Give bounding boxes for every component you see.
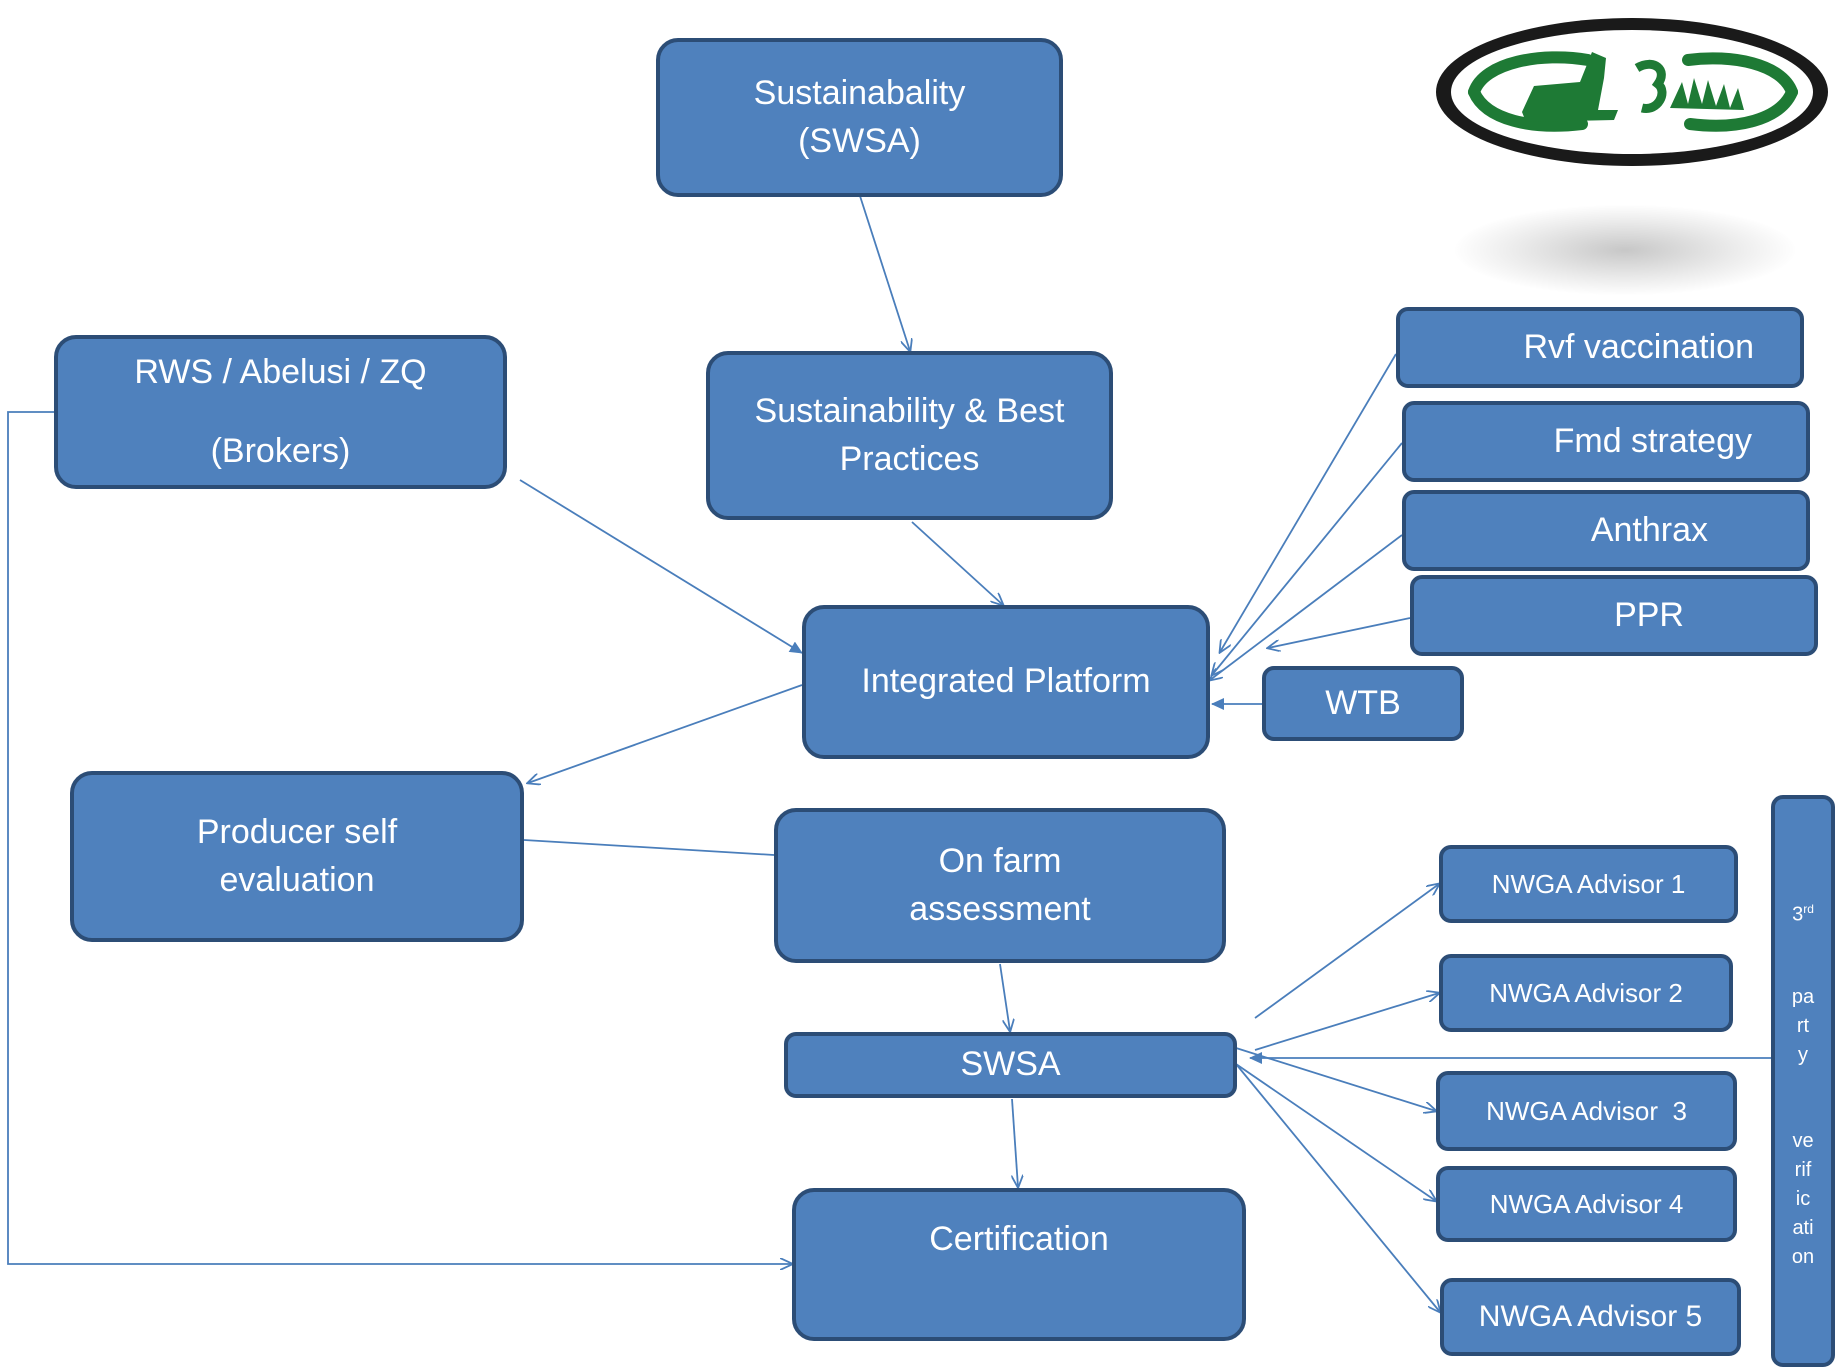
arrow-platform-to-producer xyxy=(528,684,803,783)
node-anthrax-label: Anthrax xyxy=(1590,510,1708,549)
node-wtb: WTB xyxy=(1262,666,1464,741)
node-ppr: PPR xyxy=(1410,575,1818,656)
node-nwga-advisor-1: NWGA Advisor 1 xyxy=(1439,845,1738,923)
node-nwga-advisor-4: NWGA Advisor 4 xyxy=(1436,1166,1737,1242)
arrow-to-advisor-5 xyxy=(1235,1063,1440,1312)
arrow-best-practices-to-platform xyxy=(911,521,1003,605)
third-party-line: on xyxy=(1791,1246,1815,1268)
arrow-ppr-to-platform xyxy=(1268,617,1411,648)
node-ppr-label: PPR xyxy=(1614,595,1684,634)
node-brokers-label: RWS / Abelusi / ZQ (Brokers) xyxy=(134,353,427,470)
node-nwga-advisor-2-label: NWGA Advisor 2 xyxy=(1489,977,1683,1008)
node-producer-self-evaluation-label: Producer self evaluation xyxy=(196,812,398,899)
arrow-fmd-to-platform xyxy=(1212,442,1403,675)
node-nwga-advisor-3-label: NWGA Advisor 3 xyxy=(1486,1095,1687,1126)
node-integrated-platform: Integrated Platform xyxy=(802,605,1210,759)
arrow-anthrax-to-platform xyxy=(1210,534,1403,680)
arrow-rvf-to-platform xyxy=(1220,353,1397,652)
node-nwga-advisor-1-label: NWGA Advisor 1 xyxy=(1491,868,1686,899)
node-integrated-platform-label: Integrated Platform xyxy=(861,662,1151,701)
node-fmd-strategy: Fmd strategy xyxy=(1402,401,1810,482)
node-best-practices-label: Sustainability & Best Practices xyxy=(754,391,1065,478)
node-certification: Certification xyxy=(792,1188,1246,1341)
node-on-farm-assessment-label: On farm assessment xyxy=(909,841,1091,928)
arrow-to-advisor-2 xyxy=(1254,993,1439,1051)
arrow-swsa-to-certification xyxy=(1011,1098,1018,1187)
arrow-brokers-to-platform xyxy=(519,479,803,654)
arrow-to-advisor-4 xyxy=(1235,1063,1436,1201)
node-rvf-vaccination-label: Rvf vaccination xyxy=(1523,327,1754,366)
line-brokers-to-certification xyxy=(7,411,792,1264)
node-wtb-label: WTB xyxy=(1325,683,1401,722)
node-best-practices: Sustainability & Best Practices xyxy=(706,351,1113,520)
node-nwga-advisor-2: NWGA Advisor 2 xyxy=(1439,954,1733,1032)
third-party-line: rif xyxy=(1794,1159,1812,1181)
third-party-ordinal-number: 3 xyxy=(1792,903,1804,926)
third-party-line: ati xyxy=(1792,1217,1814,1239)
node-nwga-advisor-5: NWGA Advisor 5 xyxy=(1440,1278,1741,1356)
third-party-ordinal: 3rd xyxy=(1775,895,1831,930)
node-third-party-verification: 3rd pa rt y ve rif ic ati on xyxy=(1771,795,1835,1367)
third-party-line: rt xyxy=(1796,1015,1810,1037)
node-swsa: SWSA xyxy=(784,1032,1237,1098)
node-sustainability-swsa: Sustainabality (SWSA) xyxy=(656,38,1063,197)
node-certification-label: Certification xyxy=(929,1220,1109,1258)
third-party-ordinal-suffix: rd xyxy=(1803,902,1814,916)
third-party-line: pa xyxy=(1791,986,1815,1008)
node-anthrax: Anthrax xyxy=(1402,490,1810,571)
node-nwga-advisor-4-label: NWGA Advisor 4 xyxy=(1489,1188,1684,1219)
node-producer-self-evaluation: Producer self evaluation xyxy=(70,771,524,942)
third-party-line: y xyxy=(1798,1044,1808,1066)
node-fmd-strategy-label: Fmd strategy xyxy=(1553,421,1752,460)
node-swsa-label: SWSA xyxy=(960,1045,1061,1084)
arrow-swsa-to-best-practices xyxy=(859,195,910,351)
third-party-line: ic xyxy=(1795,1188,1811,1210)
logo-shadow xyxy=(1455,205,1795,295)
node-nwga-advisor-3: NWGA Advisor 3 xyxy=(1436,1071,1737,1151)
node-nwga-advisor-5-label: NWGA Advisor 5 xyxy=(1478,1300,1703,1333)
node-on-farm-assessment: On farm assessment xyxy=(774,808,1226,963)
line-producer-to-on-farm xyxy=(523,839,775,856)
node-rvf-vaccination: Rvf vaccination xyxy=(1396,307,1804,388)
node-sustainability-swsa-label: Sustainabality (SWSA) xyxy=(753,73,966,160)
arrow-to-advisor-1 xyxy=(1254,884,1439,1019)
arrow-on-farm-to-swsa xyxy=(999,963,1010,1031)
nwga-logo-icon xyxy=(1436,18,1828,166)
third-party-line: ve xyxy=(1792,1130,1814,1152)
node-brokers: RWS / Abelusi / ZQ (Brokers) xyxy=(54,335,507,489)
